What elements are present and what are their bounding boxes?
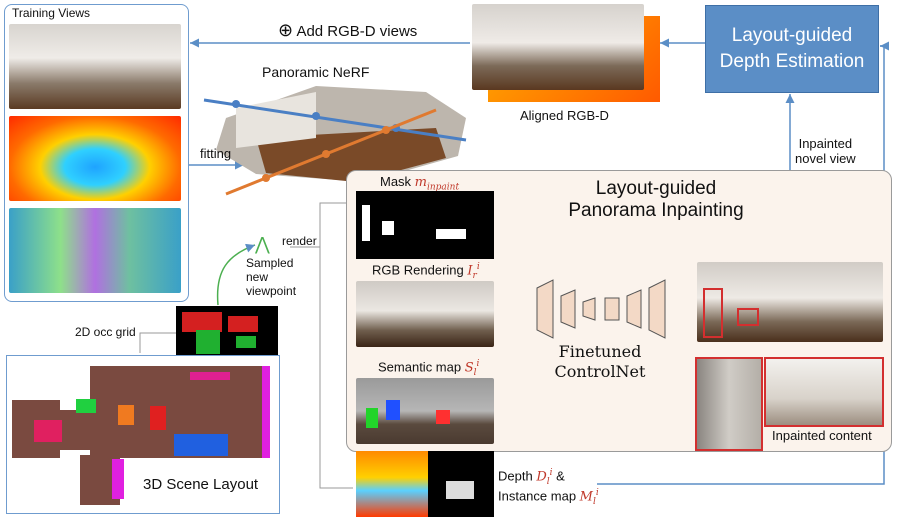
inpainted-crop-1 <box>695 357 763 451</box>
aligned-rgb-image <box>472 4 644 90</box>
mask-label: Mask minpaint <box>380 174 459 193</box>
occ-grid-label: 2D occ grid <box>75 325 136 339</box>
instance-sub: l <box>592 496 596 507</box>
controlnet-line1: Finetuned <box>558 342 642 361</box>
sampled-line1: Sampled <box>246 256 294 270</box>
inpaint-mask-image <box>356 191 494 259</box>
instance-symbol: M <box>579 489 593 505</box>
nerf-scene <box>203 86 467 196</box>
depth-symbol: D <box>536 469 547 485</box>
scene-layout-label: 3D Scene Layout <box>143 476 259 493</box>
semantic-map-symbol: S <box>464 360 474 376</box>
sampled-viewpoint-label: Sampled new viewpoint <box>246 256 296 298</box>
finetuned-controlnet-label: Finetuned ControlNet <box>545 342 655 382</box>
mask-symbol: m <box>414 175 427 190</box>
fitting-label: fitting <box>200 146 232 161</box>
render-label: render <box>282 234 317 248</box>
rgb-rendering-sup: i <box>476 262 480 272</box>
depth-text: Depth <box>498 468 537 484</box>
inpainted-crop-2 <box>764 357 884 427</box>
occ-grid-image <box>176 306 278 356</box>
circle-plus-icon: ⊕ <box>278 20 294 40</box>
add-rgbd-label: Add RGB-D views <box>296 23 418 40</box>
inpainted-content-label: Inpainted content <box>772 428 872 443</box>
depth-est-line2: Depth Estimation <box>719 51 865 72</box>
camera-path-orange <box>225 108 437 196</box>
semantic-map-text: Semantic map <box>378 359 465 375</box>
training-depth-image <box>9 116 181 201</box>
training-semantic-image <box>9 208 181 293</box>
layout-object-red-2 <box>150 406 166 430</box>
depth-amp: & <box>552 468 565 484</box>
layout-wall-magenta <box>262 366 270 458</box>
rgb-rendering-text: RGB Rendering <box>372 262 468 278</box>
add-rgbd-views: ⊕ Add RGB-D views <box>278 20 417 41</box>
layout-object-orange <box>118 405 134 425</box>
training-views-title: Training Views <box>12 6 91 20</box>
inpaint-title-line1: Layout-guided <box>595 178 717 199</box>
inpainted-panorama-image <box>697 262 883 342</box>
depth-map-image <box>356 451 428 517</box>
camera-viewpoint-icon: ⋀ <box>255 234 270 254</box>
rgb-rendering-label: RGB Rendering Iri <box>372 262 480 281</box>
sampled-line3: viewpoint <box>246 284 297 298</box>
inpainted-line2: novel view <box>795 151 856 166</box>
sampled-line2: new <box>246 270 269 284</box>
depth-sub: l <box>546 476 550 487</box>
aligned-rgbd-label: Aligned RGB-D <box>520 108 609 123</box>
layout-corridor <box>60 410 100 450</box>
layout-object-red <box>34 420 62 442</box>
training-rgb-image <box>9 24 181 109</box>
depth-est-line1: Layout-guided <box>731 25 853 46</box>
rgb-rendering-symbol: I <box>467 263 473 279</box>
semantic-map-sup: i <box>476 359 480 369</box>
highlight-box-left <box>703 288 723 338</box>
layout-object-green <box>76 399 96 413</box>
inpainted-line1: Inpainted <box>798 136 853 151</box>
controlnet-layers <box>536 279 666 339</box>
camera-path-blue <box>203 98 467 142</box>
semantic-map-sub: l <box>473 367 477 378</box>
highlight-box-right <box>737 308 759 326</box>
instance-label: Instance map Mli <box>498 488 599 507</box>
layout-object-blue <box>174 434 228 456</box>
inpaint-panel-title: Layout-guided Panorama Inpainting <box>556 178 756 222</box>
rgb-rendering-image <box>356 281 494 347</box>
inpainted-novel-view-label: Inpainted novel view <box>795 136 856 166</box>
semantic-map-label: Semantic map Sli <box>378 359 479 378</box>
mask-text: Mask <box>380 174 415 189</box>
instance-sup: i <box>595 488 599 498</box>
layout-wall-magenta-2 <box>112 459 124 499</box>
instance-map-image <box>428 451 494 517</box>
depth-label: Depth Dli & <box>498 468 565 487</box>
semantic-map-image <box>356 378 494 444</box>
rgb-rendering-sub: r <box>472 270 477 281</box>
instance-text: Instance map <box>498 488 580 504</box>
depth-sup: i <box>549 468 553 478</box>
inpaint-title-line2: Panorama Inpainting <box>568 200 744 221</box>
panoramic-nerf-label: Panoramic NeRF <box>262 64 370 80</box>
mask-subscript: inpaint <box>427 182 460 193</box>
layout-object-magenta <box>190 372 230 380</box>
controlnet-line2: ControlNet <box>554 362 646 381</box>
